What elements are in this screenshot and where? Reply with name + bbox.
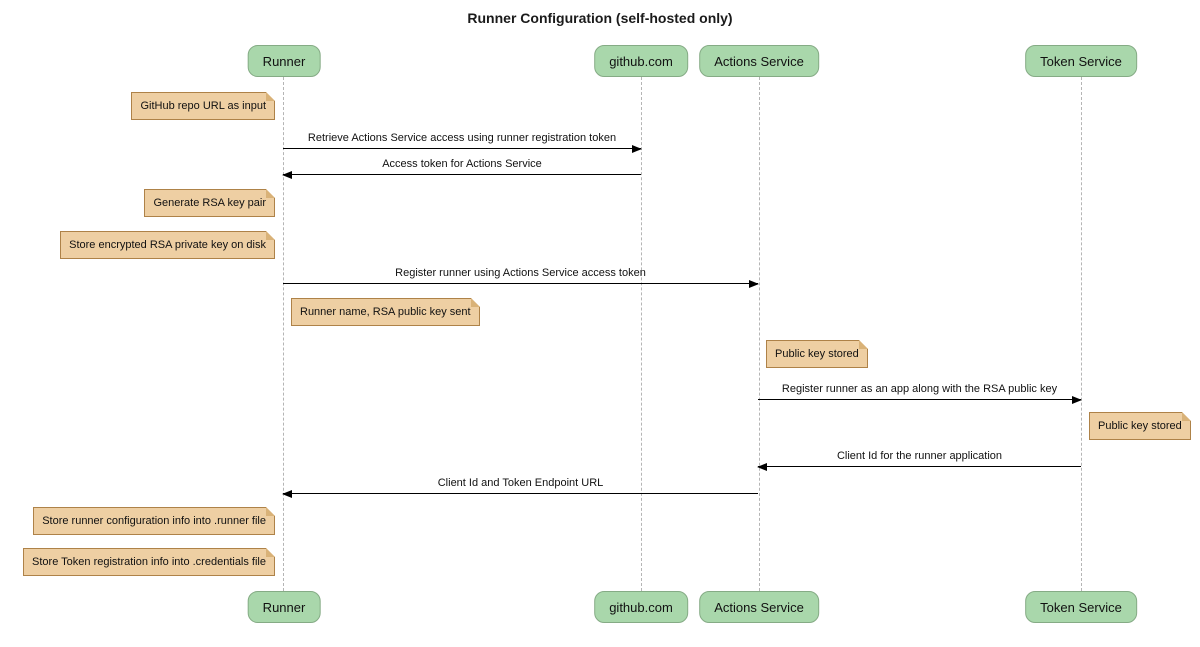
message-client-id: Client Id for the runner application: [757, 449, 1081, 471]
participant-runner-bottom: Runner: [247, 591, 321, 623]
lifeline-actions-service: [759, 77, 760, 591]
lifeline-runner: [283, 77, 284, 591]
note-fold-icon: [266, 548, 275, 557]
arrowhead-right-icon: [1072, 396, 1082, 404]
lifeline-github: [641, 77, 642, 591]
note-label: Store Token registration info into .cred…: [32, 556, 266, 568]
note-store-runner-file: Store runner configuration info into .ru…: [33, 507, 275, 535]
note-public-key-stored-actions: Public key stored: [766, 340, 868, 368]
note-store-private-key: Store encrypted RSA private key on disk: [60, 231, 275, 259]
note-fold-icon: [1181, 412, 1191, 421]
participant-github-top: github.com: [594, 45, 688, 77]
note-github-repo-url: GitHub repo URL as input: [131, 92, 275, 120]
participant-token-service-bottom: Token Service: [1025, 591, 1137, 623]
message-register-runner: Register runner using Actions Service ac…: [283, 266, 759, 288]
note-fold-icon: [266, 231, 275, 240]
note-store-credentials-file: Store Token registration info into .cred…: [23, 548, 275, 576]
participant-runner-top: Runner: [247, 45, 321, 77]
note-runner-name-sent: Runner name, RSA public key sent: [291, 298, 480, 326]
arrowhead-left-icon: [282, 490, 292, 498]
note-fold-icon: [266, 507, 275, 516]
message-client-id-endpoint: Client Id and Token Endpoint URL: [282, 476, 758, 498]
note-label: Store runner configuration info into .ru…: [42, 515, 266, 527]
note-fold-icon: [470, 298, 480, 307]
note-label: Store encrypted RSA private key on disk: [69, 239, 266, 251]
message-label: Client Id and Token Endpoint URL: [437, 477, 604, 489]
note-generate-rsa-key: Generate RSA key pair: [144, 189, 275, 217]
message-access-token: Access token for Actions Service: [282, 157, 641, 179]
arrowhead-right-icon: [632, 145, 642, 153]
note-label: Public key stored: [1098, 420, 1182, 432]
participant-actions-service-top: Actions Service: [699, 45, 819, 77]
note-fold-icon: [858, 340, 868, 349]
note-label: Generate RSA key pair: [153, 197, 266, 209]
participant-actions-service-bottom: Actions Service: [699, 591, 819, 623]
message-label: Client Id for the runner application: [836, 450, 1003, 462]
message-label: Register runner using Actions Service ac…: [395, 267, 646, 279]
participant-token-service-top: Token Service: [1025, 45, 1137, 77]
note-label: Runner name, RSA public key sent: [300, 306, 471, 318]
participant-github-bottom: github.com: [594, 591, 688, 623]
note-label: Public key stored: [775, 348, 859, 360]
arrowhead-left-icon: [757, 463, 767, 471]
note-fold-icon: [266, 189, 275, 198]
message-retrieve-actions-access: Retrieve Actions Service access using ru…: [283, 131, 642, 153]
arrowhead-left-icon: [282, 171, 292, 179]
note-public-key-stored-token: Public key stored: [1089, 412, 1191, 440]
note-fold-icon: [266, 92, 275, 101]
message-label: Retrieve Actions Service access using ru…: [307, 132, 617, 144]
message-label: Register runner as an app along with the…: [781, 383, 1058, 395]
message-register-runner-app: Register runner as an app along with the…: [758, 382, 1082, 404]
note-label: GitHub repo URL as input: [140, 100, 266, 112]
arrowhead-right-icon: [749, 280, 759, 288]
diagram-title: Runner Configuration (self-hosted only): [467, 10, 733, 26]
lifeline-token-service: [1081, 77, 1082, 591]
message-label: Access token for Actions Service: [382, 158, 542, 170]
